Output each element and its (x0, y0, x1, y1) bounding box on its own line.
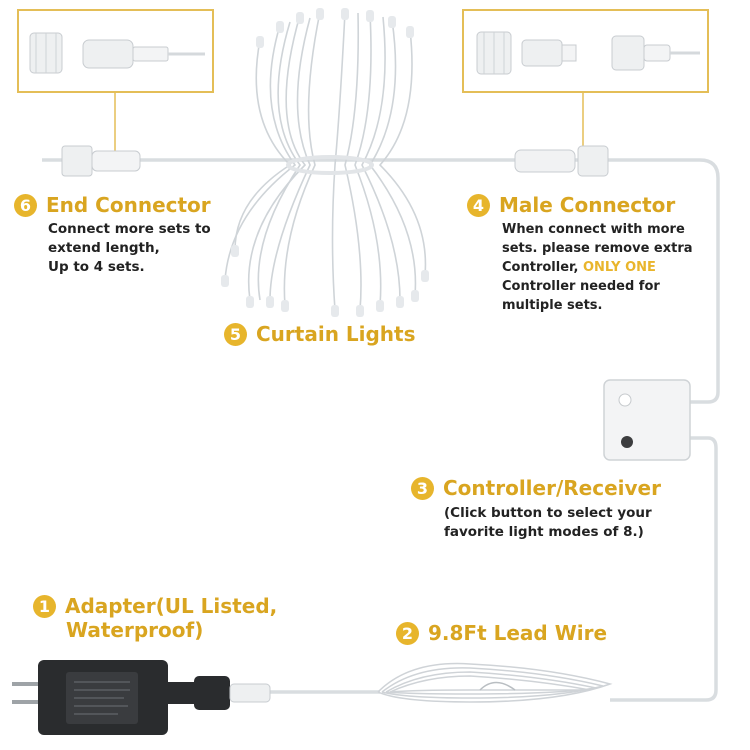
controller-title: Controller/Receiver (443, 476, 661, 500)
number-badge-icon: 2 (396, 621, 419, 645)
male-connector-description: When connect with more sets. please remo… (502, 222, 693, 313)
number-badge-icon: 6 (14, 193, 37, 217)
adapter-title-line2: Waterproof) (66, 618, 204, 642)
only-one-highlight: ONLY ONE (582, 260, 656, 275)
lead-wire-label: 2 9.8Ft Lead Wire (396, 621, 607, 645)
end-connector-label: 6 End Connector (14, 193, 211, 217)
number-badge-icon: 1 (33, 594, 56, 618)
number-badge-icon: 4 (467, 193, 490, 217)
male-connector-plug (514, 145, 609, 177)
number-badge-icon: 5 (224, 322, 247, 346)
led-bulbs (221, 8, 429, 317)
end-connector-inset (17, 9, 214, 158)
power-adapter (12, 660, 271, 735)
lead-wire-title: 9.8Ft Lead Wire (428, 621, 608, 645)
controller-box (603, 379, 691, 461)
main-wire (42, 158, 720, 702)
controller-description: (Click button to select your favorite li… (444, 505, 652, 540)
male-connector-label: 4 Male Connector (467, 193, 675, 217)
end-connector-title: End Connector (46, 193, 211, 217)
controller-label: 3 Controller/Receiver (411, 476, 661, 500)
number-badge-icon: 3 (411, 476, 434, 500)
male-connector-title: Male Connector (499, 193, 676, 217)
curtain-lights-label: 5 Curtain Lights (224, 322, 416, 346)
curtain-lights-bundle (224, 11, 427, 311)
adapter-title: Adapter(UL Listed, (65, 594, 278, 618)
lead-wire-coil (377, 662, 613, 703)
end-connector-description: Connect more sets to extend length, Up t… (48, 221, 211, 275)
male-connector-inset (462, 9, 709, 150)
end-connector-plug (61, 145, 141, 177)
curtain-lights-title: Curtain Lights (256, 322, 416, 346)
adapter-label: 1 Adapter(UL Listed, (33, 594, 277, 618)
